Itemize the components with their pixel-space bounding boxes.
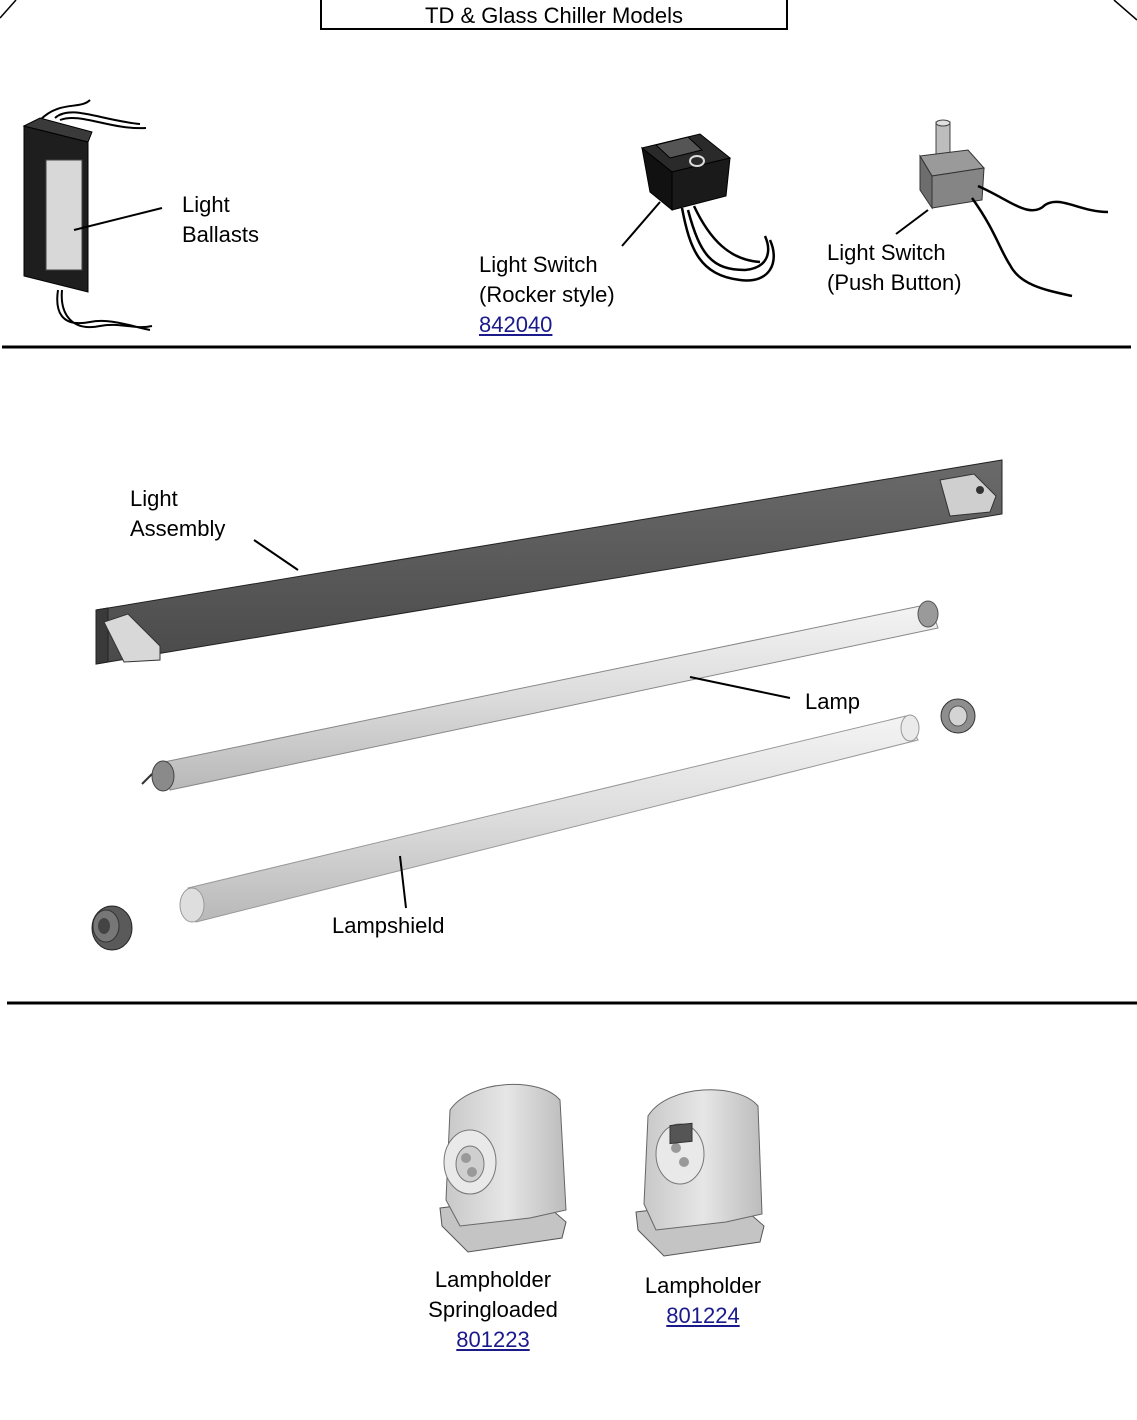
push-switch-label: Light Switch (Push Button) bbox=[827, 238, 962, 298]
lampholder-springloaded-part-link[interactable]: 801223 bbox=[456, 1327, 530, 1352]
lamp-label: Lamp bbox=[805, 689, 861, 714]
lampholder-springloaded-label-line2: Springloaded bbox=[428, 1297, 558, 1322]
lampholder-springloaded-label: Lampholder Springloaded 801223 bbox=[420, 1265, 566, 1355]
lampshield-label: Lampshield bbox=[332, 913, 445, 938]
lampshield-leader bbox=[399, 855, 407, 909]
lamp-leader bbox=[689, 676, 791, 699]
lamp-illustration bbox=[141, 600, 939, 792]
page-title: TD & Glass Chiller Models bbox=[320, 0, 788, 30]
lampshield-end-cap-right bbox=[940, 698, 976, 734]
push-switch-label-line1: Light Switch bbox=[827, 240, 946, 265]
assembly-leader bbox=[253, 539, 299, 571]
corner-mark-right bbox=[1113, 0, 1137, 21]
rocker-switch-illustration bbox=[621, 133, 775, 282]
ballast-label: Light Ballasts bbox=[182, 190, 259, 250]
rocker-switch-label: Light Switch (Rocker style) 842040 bbox=[479, 250, 615, 340]
rocker-leader bbox=[621, 201, 661, 247]
light-assembly-label: Light Assembly bbox=[130, 484, 225, 544]
push-switch-label-line2: (Push Button) bbox=[827, 270, 962, 295]
ballast-leader bbox=[73, 207, 163, 231]
ballast-label-line1: Light bbox=[182, 192, 230, 217]
rocker-switch-part-link[interactable]: 842040 bbox=[479, 312, 553, 337]
push-leader bbox=[895, 209, 929, 235]
light-assembly-illustration bbox=[95, 459, 1003, 665]
rocker-switch-label-line1: Light Switch bbox=[479, 252, 598, 277]
lampholder-springloaded-illustration bbox=[439, 1083, 567, 1253]
corner-mark-left bbox=[0, 0, 17, 19]
lampholder-springloaded-label-line1: Lampholder bbox=[434, 1267, 552, 1292]
lampshield-illustration bbox=[179, 714, 920, 923]
push-switch-illustration bbox=[895, 119, 1109, 298]
lampholder-part-link[interactable]: 801224 bbox=[666, 1303, 740, 1328]
lampholder-label: Lampholder 801224 bbox=[636, 1271, 770, 1331]
lampholder-label-line1: Lampholder bbox=[644, 1273, 762, 1298]
lampshield-end-cap-left bbox=[91, 905, 133, 951]
rocker-switch-label-line2: (Rocker style) bbox=[479, 282, 615, 307]
lampholder-illustration bbox=[635, 1089, 765, 1257]
ballast-label-line2: Ballasts bbox=[182, 222, 260, 247]
light-assembly-label-line2: Assembly bbox=[130, 516, 226, 541]
light-assembly-label-line1: Light bbox=[130, 486, 178, 511]
ballast-illustration bbox=[22, 99, 163, 331]
